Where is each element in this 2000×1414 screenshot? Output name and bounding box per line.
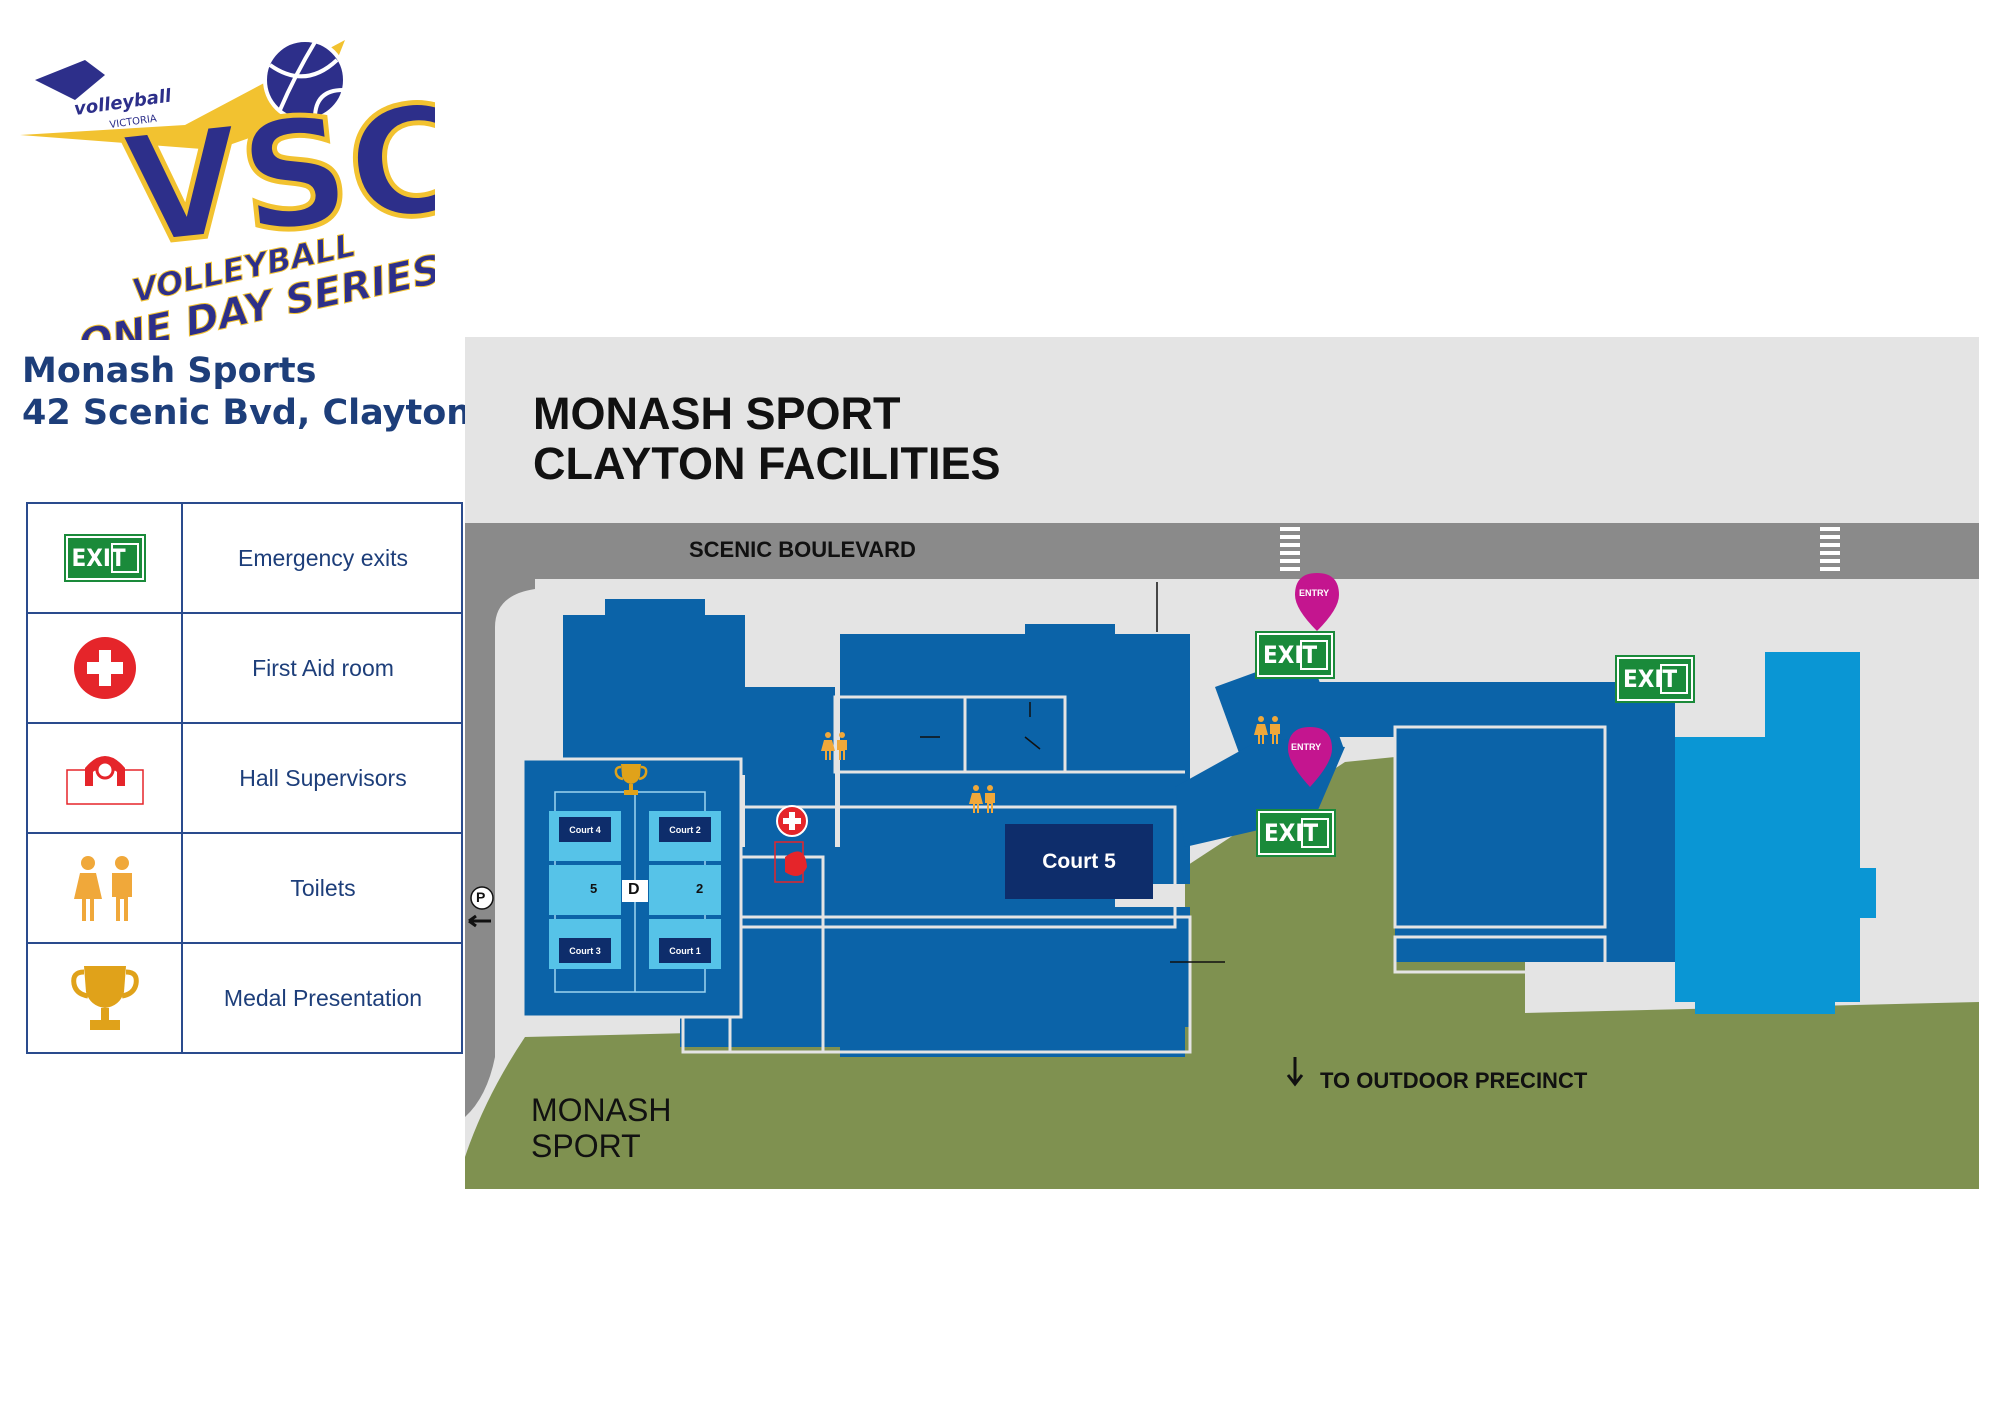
toilets-icon xyxy=(1254,716,1280,744)
entry-pin-south xyxy=(1288,727,1332,787)
building-east xyxy=(1675,652,1876,1014)
legend-row-medals: Medal Presentation xyxy=(28,944,461,1052)
venue-info: Monash Sports 42 Scenic Bvd, Clayton xyxy=(22,350,471,434)
legend-row-first-aid: First Aid room xyxy=(28,614,461,724)
map-graphic xyxy=(465,337,1979,1189)
legend-label: Emergency exits xyxy=(237,544,408,571)
court-4-label: Court 4 xyxy=(559,817,611,842)
exit-sign-icon: EXIT xyxy=(1615,655,1695,703)
court-3-label: Court 3 xyxy=(559,938,611,963)
crossing-1 xyxy=(1280,527,1300,571)
legend-label: First Aid room xyxy=(252,654,394,681)
scenic-boulevard-road xyxy=(465,523,1979,579)
trophy-icon xyxy=(614,764,648,795)
exit-sign-icon: EXIT xyxy=(1256,809,1336,857)
legend-label: Medal Presentation xyxy=(223,984,423,1011)
legend-row-supervisors: Hall Supervisors xyxy=(28,724,461,834)
parking-label: P xyxy=(476,889,486,905)
court-2-label: Court 2 xyxy=(659,817,711,842)
entry-label: ENTRY xyxy=(1299,588,1330,598)
supervisor-icon xyxy=(28,724,183,832)
legend-table: EXIT Emergency exits First Aid room Hall… xyxy=(26,502,463,1054)
parking-marker xyxy=(468,886,494,928)
arrow-down-icon xyxy=(1286,1057,1304,1087)
court-number: D xyxy=(628,881,640,898)
toilets-icon xyxy=(821,732,847,760)
court-5-label: Court 5 xyxy=(1042,849,1116,873)
trophy-icon xyxy=(28,944,183,1052)
court-5-box xyxy=(1005,824,1153,899)
venue-name: Monash Sports xyxy=(22,351,317,391)
legend-label: Toilets xyxy=(290,874,356,901)
toilets-icon xyxy=(28,834,183,942)
first-aid-icon xyxy=(776,805,808,837)
side-road xyxy=(465,579,535,1117)
supervisor-icon xyxy=(774,841,807,883)
map-title: MONASH SPORT CLAYTON FACILITIES xyxy=(533,388,1001,489)
first-aid-icon xyxy=(28,614,183,722)
vsc-logo: VSC volleyball VICTORIA VOLLEYBALL ONE D… xyxy=(15,20,470,369)
svg-text:VSC: VSC xyxy=(117,72,435,280)
court-number: 2 xyxy=(696,881,704,896)
street-label: SCENIC BOULEVARD xyxy=(689,537,916,562)
entry-label: ENTRY xyxy=(1291,742,1322,752)
toilets-icon xyxy=(969,785,995,813)
court-number: 5 xyxy=(590,881,598,896)
court-1-label: Court 1 xyxy=(659,938,711,963)
legend-row-exits: EXIT Emergency exits xyxy=(28,504,461,614)
outdoor-precinct-label: TO OUTDOOR PRECINCT xyxy=(1320,1068,1588,1093)
entry-pin-north xyxy=(1295,573,1339,631)
legend-row-toilets: Toilets xyxy=(28,834,461,944)
facility-map: MONASH SPORT CLAYTON FACILITIES SCENIC B… xyxy=(465,337,1979,1189)
exit-sign-icon: EXIT xyxy=(1255,631,1335,679)
venue-address: 42 Scenic Bvd, Clayton xyxy=(22,393,472,433)
crossing-2 xyxy=(1820,527,1840,571)
exit-sign-icon: EXIT xyxy=(28,504,183,612)
legend-label: Hall Supervisors xyxy=(239,764,407,791)
monash-sport-corner-label: MONASH SPORT xyxy=(531,1092,672,1164)
